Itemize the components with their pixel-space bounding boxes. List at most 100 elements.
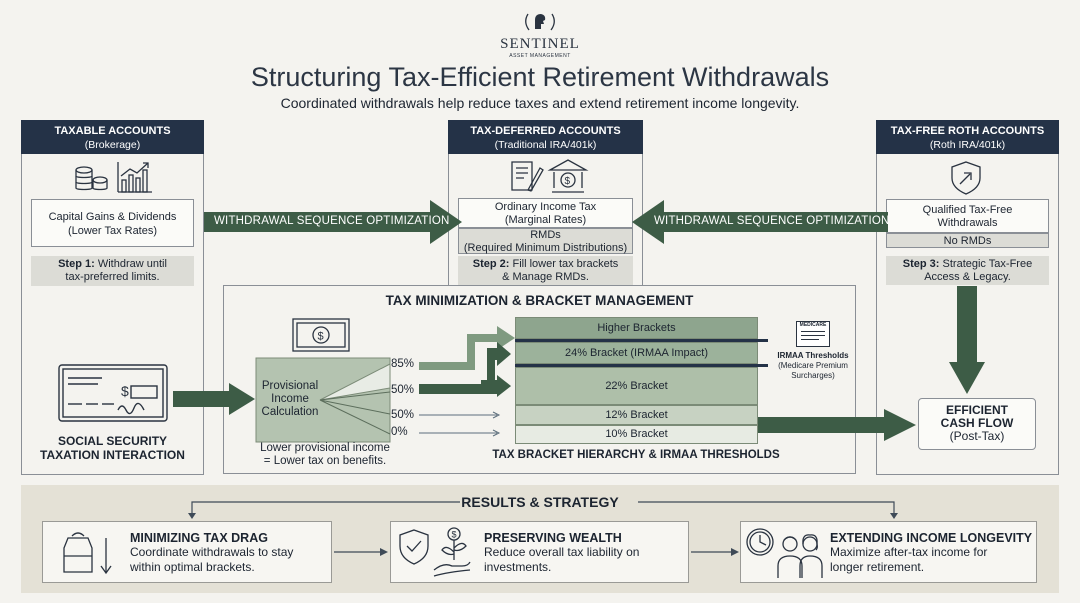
deferred-subtitle: (Traditional IRA/401k): [494, 139, 597, 151]
social-security-label: SOCIAL SECURITY TAXATION INTERACTION: [21, 434, 204, 462]
irmaa-sub2: Surcharges): [791, 371, 835, 380]
taxable-header: TAXABLE ACCOUNTS (Brokerage): [21, 120, 204, 154]
bracket-24: 24% Bracket (IRMAA Impact): [515, 342, 758, 364]
minimizing-desc2: within optimal brackets.: [130, 560, 255, 574]
deferred-rmd-box: RMDs (Required Minimum Distributions): [458, 228, 633, 254]
result-card-minimizing-text: MINIMIZING TAX DRAG Coordinate withdrawa…: [130, 531, 328, 575]
taxable-title: TAXABLE ACCOUNTS: [54, 125, 171, 137]
clock-couple-icon: [744, 526, 826, 583]
withdrawal-arrow-left: [204, 200, 462, 244]
roth-no-rmd: No RMDs: [886, 233, 1049, 248]
longevity-desc2: longer retirement.: [830, 560, 925, 574]
page-subtitle: Coordinated withdrawals help reduce taxe…: [280, 95, 800, 111]
svg-text:$: $: [565, 176, 571, 187]
bracket-12: 12% Bracket: [515, 405, 758, 425]
percent-50-upper: 50%: [391, 384, 415, 396]
deferred-step-text2: & Manage RMDs.: [502, 271, 589, 283]
minimizing-title: MINIMIZING TAX DRAG: [130, 531, 268, 545]
taxable-step-label: Step 1:: [58, 258, 95, 270]
brackets-to-cashflow-arrow: [758, 409, 916, 441]
coins-icon: [72, 162, 112, 199]
roth-subtitle: (Roth IRA/401k): [929, 139, 1006, 151]
shield-arrow-icon: [948, 160, 984, 201]
deferred-tax-box: Ordinary Income Tax (Marginal Rates): [458, 198, 633, 228]
document-pen-icon: [508, 158, 544, 199]
brand-name: SENTINEL: [500, 36, 580, 52]
preserving-desc2: investments.: [484, 560, 552, 574]
longevity-desc1: Maximize after-tax income for: [830, 545, 988, 559]
roth-box-line1: Qualified Tax-Free: [922, 204, 1013, 216]
cashflow-line3: (Post-Tax): [949, 429, 1005, 443]
shield-plant-icon: $: [396, 526, 476, 583]
roth-down-arrow: [949, 286, 985, 394]
withdrawal-arrow-right-label: WITHDRAWAL SEQUENCE OPTIMIZATION: [654, 215, 890, 227]
provisional-line3: Calculation: [261, 406, 319, 418]
bracket-higher: Higher Brackets: [515, 317, 758, 339]
deferred-step-label: Step 2:: [472, 258, 510, 270]
withdrawal-arrow-right: [632, 200, 888, 244]
provisional-label: Provisional Income Calculation: [256, 380, 324, 419]
arrow-card2-to-card3: [691, 548, 739, 556]
dollar-bill-icon: $: [292, 318, 350, 357]
medicare-card-icon: MEDICARE: [796, 321, 830, 347]
bracket-flow-arrows: [419, 326, 515, 437]
percent-0: 0%: [391, 426, 408, 438]
deferred-rmd-line2: (Required Minimum Distributions): [463, 241, 628, 254]
preserving-title: PRESERVING WEALTH: [484, 531, 622, 545]
minimization-title: TAX MINIMIZATION & BRACKET MANAGEMENT: [385, 293, 694, 308]
provisional-line2: Income: [271, 393, 309, 405]
arrow-card1-to-card2: [334, 548, 388, 556]
result-card-longevity: [740, 521, 1037, 583]
efficient-cashflow-box: EFFICIENT CASH FLOW (Post-Tax): [918, 398, 1036, 450]
deferred-title: TAX-DEFERRED ACCOUNTS: [470, 125, 621, 137]
taxable-box-line1: Capital Gains & Dividends: [48, 211, 177, 223]
longevity-title: EXTENDING INCOME LONGEVITY: [830, 531, 1033, 545]
deferred-rmd-line1: RMDs: [530, 229, 561, 241]
irmaa-line-upper: [515, 339, 768, 342]
check-icon: $: [58, 364, 170, 429]
taxable-step: Step 1: Withdraw until tax-preferred lim…: [31, 256, 194, 286]
roth-header: TAX-FREE ROTH ACCOUNTS (Roth IRA/401k): [876, 120, 1059, 154]
result-card-preserving-text: PRESERVING WEALTH Reduce overall tax lia…: [484, 531, 684, 575]
irmaa-title: IRMAA Thresholds: [777, 351, 849, 360]
provisional-line1: Provisional: [261, 380, 319, 392]
roth-step: Step 3: Strategic Tax-Free Access & Lega…: [886, 256, 1049, 285]
irmaa-line-lower: [515, 364, 768, 367]
bracket-footer: TAX BRACKET HIERARCHY & IRMAA THRESHOLDS: [492, 449, 780, 461]
result-card-preserving: [390, 521, 689, 583]
svg-text:$: $: [121, 383, 129, 399]
results-connector: [188, 501, 898, 519]
taxable-tax-box: Capital Gains & Dividends (Lower Tax Rat…: [31, 199, 194, 247]
cashflow-line2: CASH FLOW: [940, 416, 1014, 430]
social-security-line1: SOCIAL SECURITY: [57, 434, 168, 448]
provisional-note-line1: Lower provisional income: [260, 442, 390, 454]
brand-logo: [515, 10, 565, 34]
deferred-step: Step 2: Fill lower tax brackets & Manage…: [458, 256, 633, 285]
ss-to-provisional-arrow: [173, 383, 255, 415]
bank-icon: $: [547, 158, 589, 199]
bracket-10: 10% Bracket: [515, 425, 758, 444]
weight-down-icon: [56, 528, 116, 583]
withdrawal-arrow-left-label: WITHDRAWAL SEQUENCE OPTIMIZATION: [214, 215, 450, 227]
roth-title: TAX-FREE ROTH ACCOUNTS: [890, 125, 1045, 137]
provisional-note: Lower provisional income = Lower tax on …: [250, 442, 400, 468]
irmaa-sub1: (Medicare Premium: [778, 361, 848, 370]
bracket-22: 22% Bracket: [515, 367, 758, 405]
cashflow-line1: EFFICIENT: [946, 403, 1008, 417]
taxable-step-text2: tax-preferred limits.: [65, 271, 160, 283]
svg-text:$: $: [452, 530, 457, 540]
taxable-step-text1: Withdraw until: [94, 258, 167, 270]
medicare-card-label: MEDICARE: [799, 322, 827, 328]
deferred-box-line2: (Marginal Rates): [504, 214, 587, 226]
result-card-minimizing: [42, 521, 332, 583]
deferred-step-text1: Fill lower tax brackets: [509, 258, 619, 270]
provisional-fan: [255, 357, 391, 443]
roth-step-text1: Strategic Tax-Free: [939, 258, 1033, 270]
roth-tax-box: Qualified Tax-Free Withdrawals: [886, 199, 1049, 233]
deferred-header: TAX-DEFERRED ACCOUNTS (Traditional IRA/4…: [448, 120, 643, 154]
deferred-box-line1: Ordinary Income Tax: [494, 201, 597, 213]
taxable-subtitle: (Brokerage): [84, 139, 141, 151]
minimizing-desc1: Coordinate withdrawals to stay: [130, 545, 294, 559]
social-security-line2: TAXATION INTERACTION: [40, 448, 185, 462]
taxable-panel: [21, 120, 204, 475]
